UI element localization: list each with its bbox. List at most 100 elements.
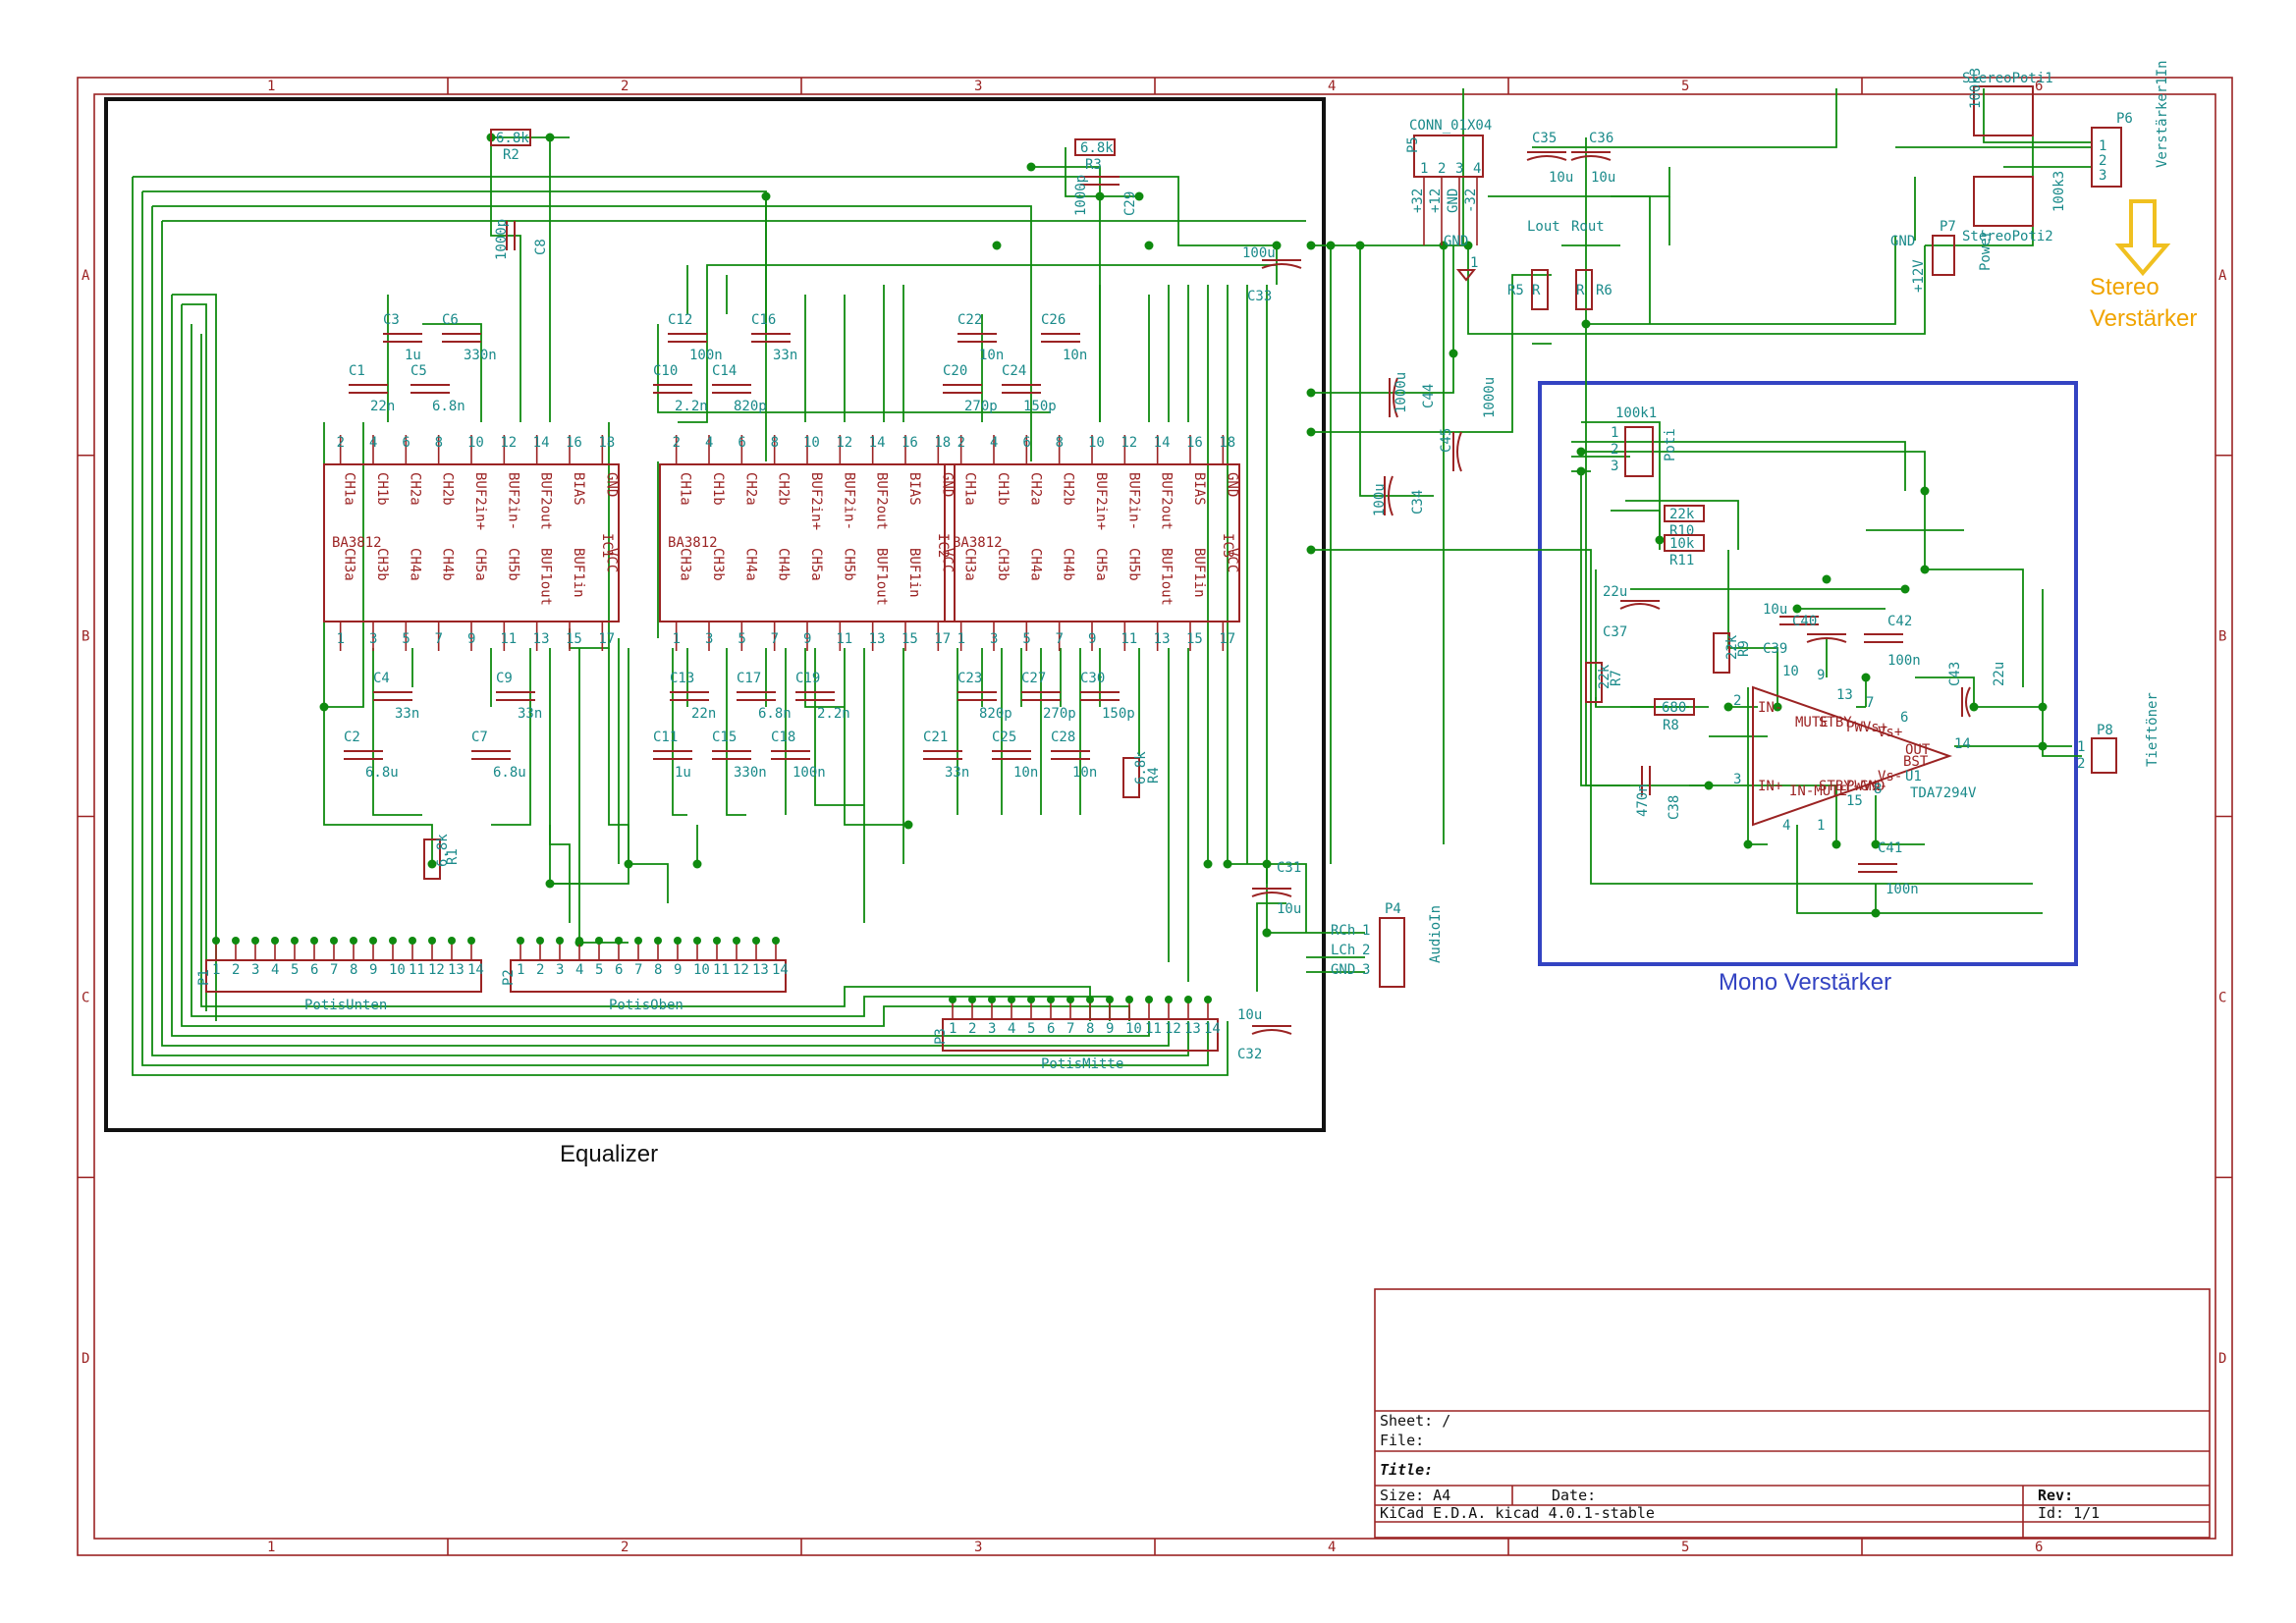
ic-pin-label: CH1a — [342, 472, 357, 506]
ic-pin-label: CH2b — [776, 472, 792, 506]
header-pin-number: 9 — [369, 962, 377, 978]
ic-pin-number: 4 — [705, 435, 713, 451]
ic-pin-number: 17 — [934, 631, 951, 647]
tb-sheet: Sheet: / — [1380, 1412, 1450, 1430]
header-value: PotisOben — [609, 998, 683, 1013]
ic-pin-label: GND — [603, 472, 619, 497]
ic-pin-label: CH2a — [742, 472, 758, 506]
capacitor-ref: C10 — [653, 363, 678, 379]
ic-pin-label: CH2b — [440, 472, 456, 506]
u1-vsm: Vs- — [1878, 769, 1902, 784]
ic-pin-label: CH3a — [342, 548, 357, 581]
u1-pin2: 2 — [1733, 693, 1741, 709]
r7-ref: R7 — [1609, 670, 1624, 686]
frame-col-label: 1 — [267, 79, 275, 94]
u1-pin4: 4 — [1782, 818, 1790, 834]
p5-pin-label: +32 — [1410, 189, 1426, 213]
ic-pin-number: 5 — [402, 631, 410, 647]
ic-pin-label: CH2b — [1061, 472, 1076, 506]
c43-ref: C43 — [1947, 662, 1963, 686]
capacitor-value: 33n — [518, 706, 542, 722]
ic-pin-number: 17 — [1219, 631, 1235, 647]
r6-value: R — [1576, 283, 1585, 298]
header-pin-number: 12 — [1165, 1021, 1181, 1037]
c38-value: 470n — [1635, 784, 1651, 817]
c29-value: 1000p — [1073, 175, 1089, 216]
ic-ba3812-3: 2CH1a4CH1b6CH2a8CH2b10BUF2in+12BUF2in-14… — [944, 435, 1240, 651]
ic-pin-label: BUF2out — [874, 472, 890, 530]
c34-ref: C34 — [1410, 490, 1426, 514]
header-pin-number: 6 — [615, 962, 623, 978]
ic-pin-label: CH3b — [374, 548, 390, 581]
capacitor-value: 33n — [945, 765, 969, 781]
p4-pin1: 1 — [1362, 923, 1370, 939]
ic-pin-number: 3 — [369, 631, 377, 647]
poti-pin2: 2 — [1611, 442, 1618, 458]
u1-pin10: 10 — [1782, 664, 1799, 679]
capacitor-ref: C26 — [1041, 312, 1066, 328]
ic-pin-label: CH5b — [1125, 548, 1141, 581]
c31-value: 10u — [1277, 901, 1301, 917]
capacitor-value: 1u — [405, 348, 421, 363]
c37-value: 22u — [1603, 584, 1627, 600]
p5-pin-number: 4 — [1473, 161, 1481, 177]
capacitor-ref: C21 — [923, 730, 948, 745]
capacitor-value: 6.8n — [432, 399, 465, 414]
tb-rev: Rev: — [2038, 1487, 2073, 1504]
capacitor-c12: C12 100n — [668, 312, 723, 363]
ic-pin-label: CH5a — [472, 548, 488, 581]
tb-id: Id: 1/1 — [2038, 1504, 2100, 1522]
capacitor-ref: C3 — [383, 312, 400, 328]
capacitor-value: 10n — [1063, 348, 1087, 363]
frame-col-label: 3 — [974, 79, 982, 94]
header-pin-number: 7 — [330, 962, 338, 978]
mono-amp-box — [1538, 381, 2078, 966]
lout-label: Lout — [1527, 219, 1560, 235]
u1-in-mute: IN-MUTE — [1789, 784, 1847, 799]
header-ref: P3 — [933, 1028, 949, 1045]
u1-pin13: 13 — [1836, 687, 1853, 703]
ic-pin-label: CH4a — [407, 548, 422, 581]
frame-row-label: C — [82, 990, 89, 1005]
capacitor-value: 10n — [979, 348, 1004, 363]
r8-value: 680 — [1662, 700, 1686, 716]
ic-pin-number: 7 — [771, 631, 779, 647]
ic-pin-number: 13 — [869, 631, 886, 647]
c41-ref: C41 — [1878, 840, 1902, 856]
r9-value: 22k — [1724, 634, 1740, 660]
header-pin-number: 13 — [448, 962, 465, 978]
ic-pin-number: 12 — [500, 435, 517, 451]
ic-pin-label: CH2a — [407, 472, 422, 506]
stereopoti2-value: 100k3 — [2051, 171, 2067, 212]
capacitor-ref: C12 — [668, 312, 692, 328]
header-pin-number: 6 — [310, 962, 318, 978]
capacitor-ref: C18 — [771, 730, 795, 745]
frame-col-label: 6 — [2035, 1540, 2043, 1555]
capacitor-value: 6.8u — [365, 765, 399, 781]
u1-mute: MUTE — [1795, 715, 1829, 730]
ic-pin-number: 16 — [902, 435, 918, 451]
capacitor-value: 100n — [689, 348, 723, 363]
ic-pin-label: CH1b — [995, 472, 1011, 506]
r6-ref: R6 — [1596, 283, 1613, 298]
frame-col-label: 4 — [1328, 1540, 1336, 1555]
r11-ref: R11 — [1669, 553, 1694, 568]
capacitor-value: 270p — [964, 399, 998, 414]
poti-ref: Poti — [1663, 428, 1678, 461]
c35-ref: C35 — [1532, 131, 1557, 146]
c29-ref: C29 — [1122, 191, 1138, 216]
header-pin-number: 2 — [968, 1021, 976, 1037]
ic-pin-label: BUF1in — [571, 548, 586, 598]
u1-pin3: 3 — [1733, 772, 1741, 787]
capacitor-ref: C1 — [349, 363, 365, 379]
p5-pin-label: +12 — [1428, 189, 1444, 213]
ic-pin-number: 7 — [1056, 631, 1064, 647]
tb-file: File: — [1380, 1432, 1424, 1449]
header-pin-number: 13 — [1184, 1021, 1201, 1037]
r9-ref: R9 — [1736, 640, 1752, 657]
